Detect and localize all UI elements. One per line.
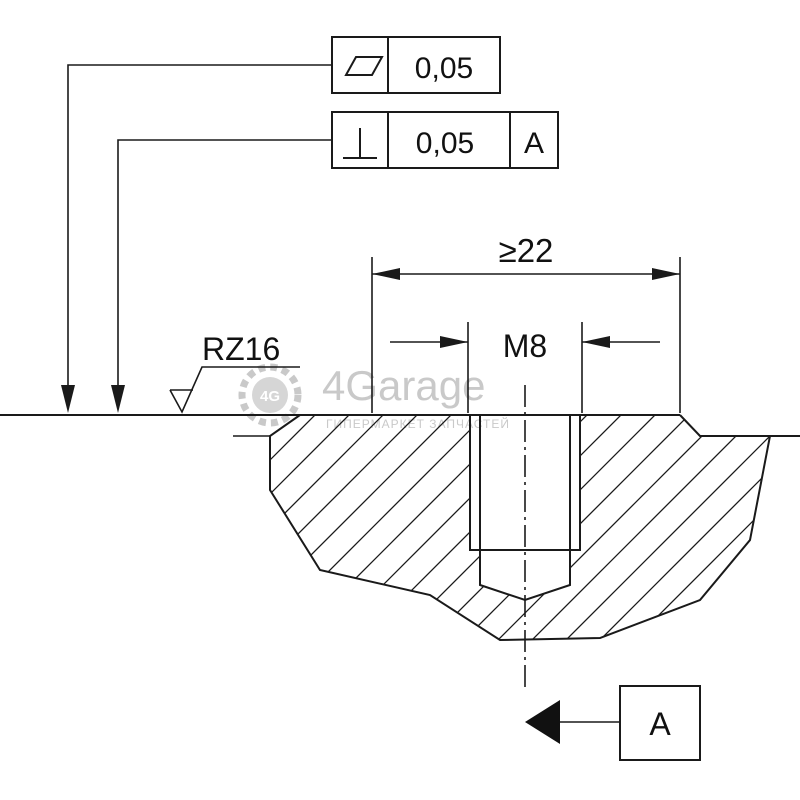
perpendicularity-leader-arrow xyxy=(111,385,125,413)
hatch-line xyxy=(270,415,635,640)
arrowhead-right xyxy=(652,268,680,280)
part-section xyxy=(0,414,800,642)
hatch-line xyxy=(607,415,770,640)
thread-arrowhead-left xyxy=(440,336,468,348)
hatch-line xyxy=(505,415,770,640)
part-outline xyxy=(269,414,772,642)
hatch-line xyxy=(270,415,397,640)
surface-roughness-symbol: RZ16 xyxy=(169,331,300,414)
hatch-line xyxy=(270,415,567,640)
hatch-line xyxy=(270,415,533,640)
flatness-leader-arrow xyxy=(61,385,75,413)
hatch-line xyxy=(471,415,770,640)
dimension-thread: M8 xyxy=(390,322,660,413)
dimension-min-length: ≥22 xyxy=(499,232,554,269)
datum-feature: A xyxy=(525,685,701,761)
watermark-gear-icon: 4G xyxy=(238,363,302,427)
watermark-brand: 4Garage xyxy=(322,362,485,409)
roughness-value: RZ16 xyxy=(202,331,280,367)
thread-arrowhead-right xyxy=(582,336,610,348)
hatch-line xyxy=(270,415,601,640)
datum-triangle-icon xyxy=(525,700,560,744)
hatch-line xyxy=(539,415,770,640)
threaded-hole xyxy=(469,385,581,690)
datum-label: A xyxy=(649,706,671,742)
perpendicularity-leader xyxy=(117,139,332,395)
flatness-leader xyxy=(67,64,332,395)
hatch-line xyxy=(675,415,770,640)
flatness-frame: 0,05 xyxy=(61,36,501,413)
perpendicularity-icon xyxy=(343,128,377,159)
hatch-line xyxy=(270,415,363,640)
watermark: 4G 4Garage ГИПЕРМАРКЕТ ЗАПЧАСТЕЙ xyxy=(238,362,510,431)
perpendicularity-value: 0,05 xyxy=(416,127,474,160)
hatch-line xyxy=(743,415,770,640)
hatch-line xyxy=(641,415,770,640)
dimension-length: ≥22 xyxy=(371,232,681,413)
hatch-line xyxy=(573,415,770,640)
flatness-value: 0,05 xyxy=(415,52,473,85)
flatness-icon xyxy=(344,56,384,76)
hatch-line xyxy=(270,415,499,640)
arrowhead-left xyxy=(372,268,400,280)
hatch-line xyxy=(437,415,770,640)
perpendicularity-datum: A xyxy=(524,127,544,160)
thread-size: M8 xyxy=(503,328,547,364)
watermark-tagline: ГИПЕРМАРКЕТ ЗАПЧАСТЕЙ xyxy=(326,416,510,431)
datum-box xyxy=(619,685,701,761)
watermark-badge: 4G xyxy=(260,388,280,405)
hatch-line xyxy=(778,300,800,700)
hatch-line xyxy=(709,415,770,640)
perpendicularity-frame: 0,05 A xyxy=(111,111,559,413)
